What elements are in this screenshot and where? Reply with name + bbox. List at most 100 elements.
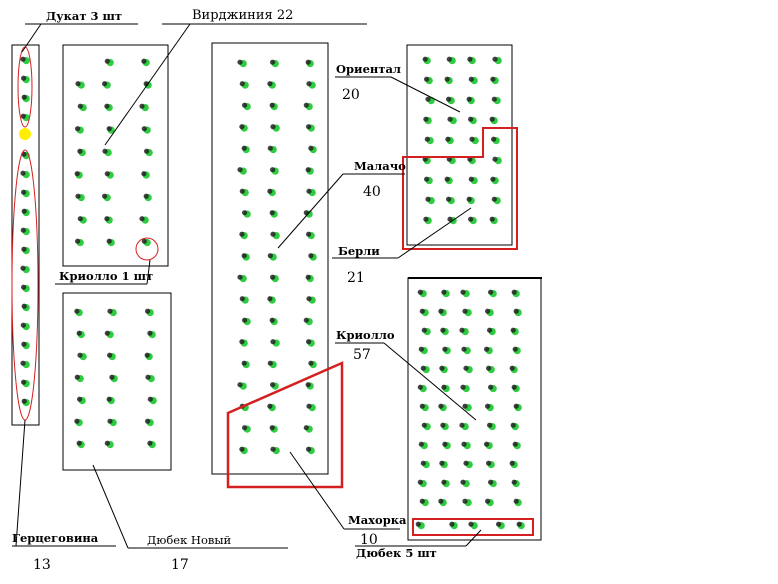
labels: Дукат 3 шт Вирджиния 22 Ориентал 20 Мала…: [12, 8, 437, 573]
plant-dot: [139, 103, 149, 112]
plant-dot: [513, 498, 522, 507]
plant-dot: [305, 274, 314, 283]
plant-dot: [308, 360, 317, 369]
plant-dot: [306, 339, 315, 347]
plant-dot: [21, 341, 30, 350]
label-berli: Берли: [338, 244, 380, 258]
plant-dot: [424, 136, 434, 145]
plant-dot: [419, 308, 429, 317]
plant-dot: [21, 398, 30, 407]
plant-dot: [440, 422, 449, 431]
plant-dot: [74, 308, 83, 317]
label-criollo-one: Криолло 1 шт: [59, 269, 153, 283]
plant-dot: [491, 136, 500, 145]
plant-dot: [460, 289, 470, 298]
plant-dot: [21, 189, 30, 198]
plant-dot: [102, 148, 112, 157]
plant-dot: [422, 56, 431, 65]
plot-top-right: [406, 44, 513, 246]
label-dubek-new: Дюбек Новый: [147, 533, 232, 547]
plant-dot: [74, 374, 84, 383]
plant-dot: [267, 81, 276, 89]
plant-dot: [447, 116, 457, 125]
plant-dot: [237, 382, 247, 390]
plant-dot: [488, 384, 497, 393]
plant-dot: [486, 365, 495, 374]
plant-dot: [269, 425, 278, 433]
plant-dot: [109, 374, 118, 383]
plant-dot: [269, 317, 278, 326]
plant-dot: [74, 171, 83, 179]
label-dukat: Дукат 3 шт: [46, 9, 122, 23]
plant-dot: [239, 296, 249, 304]
plant-dot: [107, 418, 117, 427]
plant-dot: [270, 382, 279, 390]
plant-dot: [516, 521, 525, 530]
plant-dot: [460, 384, 470, 393]
plant-dot: [20, 113, 30, 122]
plant-dot: [75, 126, 84, 134]
seedling-yellow-marker: [19, 128, 31, 140]
plant-dot: [20, 265, 30, 274]
plant-dot: [106, 126, 115, 134]
plant-dot: [438, 308, 447, 317]
highlight-circle-criollo-one: [135, 237, 159, 261]
plant-dot: [241, 360, 250, 369]
plant-dot: [492, 56, 502, 65]
plant-dot: [20, 360, 30, 369]
plant-dot: [270, 339, 280, 347]
highlight-zone-makhorka: [226, 361, 344, 489]
plant-dot: [484, 346, 493, 355]
plant-dot: [468, 521, 478, 530]
plant-dot: [442, 346, 451, 355]
plant-dot: [488, 479, 497, 488]
plot-left-strip: [11, 44, 40, 426]
plant-dot: [446, 96, 455, 105]
plant-dot: [417, 479, 427, 488]
plant-dot: [513, 403, 522, 412]
plant-dot: [77, 103, 87, 112]
plant-dot: [487, 327, 496, 336]
label-makhorka-count: 10: [360, 532, 378, 548]
plant-dot: [270, 274, 279, 283]
plant-dot: [442, 441, 451, 450]
plant-dot: [303, 102, 313, 111]
plant-dot: [421, 422, 431, 431]
plant-dot: [147, 330, 156, 339]
plant-dot: [21, 75, 30, 84]
plant-dot: [239, 81, 249, 89]
plant-dot: [242, 102, 251, 111]
plant-dot: [444, 176, 453, 185]
plant-dot: [241, 145, 250, 154]
plant-dot: [423, 116, 432, 125]
plant-dot: [512, 346, 521, 355]
plant-dot: [102, 193, 111, 202]
plant-dot: [510, 327, 519, 336]
plant-dot: [445, 136, 454, 145]
plant-dot: [467, 56, 476, 65]
plant-dot: [74, 418, 83, 427]
plant-dot: [76, 330, 85, 339]
plant-dot: [417, 384, 427, 393]
plant-dot: [462, 498, 472, 507]
plant-dot: [242, 425, 251, 433]
plant-dot: [303, 317, 313, 326]
plant-dot: [267, 296, 276, 304]
label-virginia: Вирджиния 22: [192, 8, 293, 23]
plant-dot: [20, 322, 30, 331]
plant-dot: [269, 210, 278, 218]
plant-dot: [489, 216, 498, 225]
plant-dot: [144, 352, 153, 361]
plant-dot: [511, 479, 520, 488]
plant-dot: [267, 360, 277, 369]
plant-dot: [468, 176, 478, 185]
plant-dot: [438, 498, 447, 507]
plant-dot: [21, 208, 30, 217]
plant-dot: [239, 124, 248, 132]
plant-dot: [466, 96, 475, 105]
label-dubek-five: Дюбек 5 шт: [356, 546, 437, 560]
plant-dot: [418, 346, 428, 355]
plant-dot: [239, 188, 249, 197]
plant-dot: [305, 167, 314, 175]
